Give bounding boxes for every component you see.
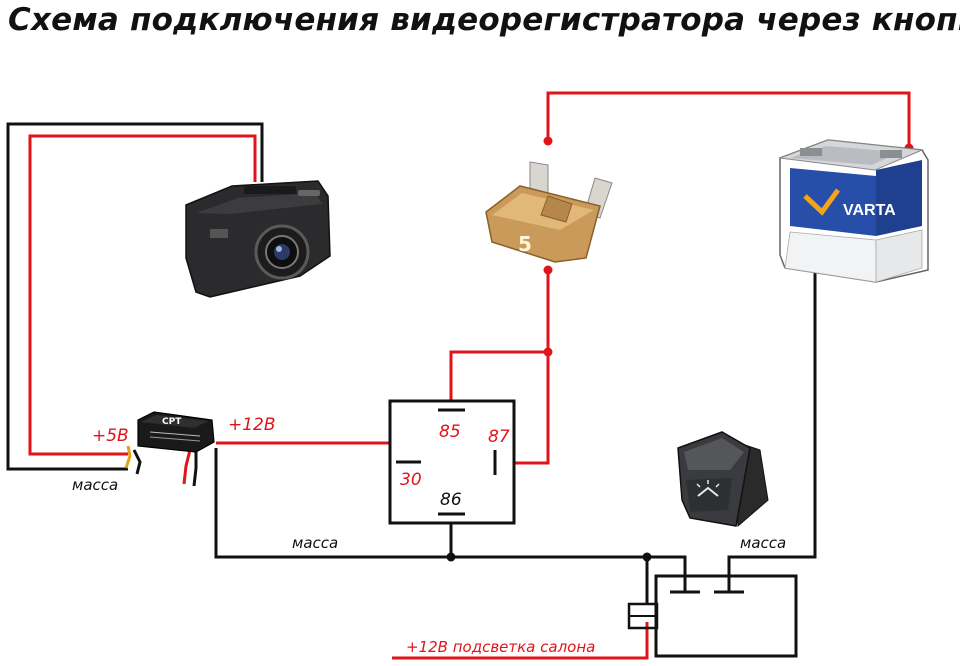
label-backlight: +12В подсветка салона [406,638,595,656]
fuse-rating: 5 [518,232,532,256]
label-mass-battery: масса [740,534,786,552]
converter-icon: CPT [124,411,215,487]
dashcam-ground-wire [6,122,264,471]
label-plus-5v: +5В [92,426,129,446]
rocker-switch-icon [677,431,769,528]
dashcam-plus-wire [28,134,257,456]
fuse-icon: 5 [485,161,613,263]
diagram-title: Схема подключения видеорегистратора чере… [8,2,960,38]
label-plus-12v: +12В [228,415,276,435]
relay-icon [388,399,516,525]
junction-dot [543,136,553,146]
backlight-wire [392,622,649,660]
battery-icon: VARTA [779,139,929,283]
relay-pin-86: 86 [440,490,462,510]
junction-dot [446,552,456,562]
relay-pin-87: 87 [488,427,510,447]
converter-brand: CPT [162,417,182,427]
relay-pin-85: 85 [439,422,461,442]
positive-wires [28,91,911,660]
battery-plus-wire [546,91,911,148]
ground-wires [6,122,817,604]
label-mass-converter: масса [72,476,118,494]
relay-85-wire [449,350,548,410]
converter-ground-wire [214,448,647,559]
button-body [654,574,798,658]
button-schematic [627,574,798,658]
dashcam-icon [185,180,331,298]
relay-30-wire [216,441,410,462]
battery-brand: VARTA [843,202,896,219]
button-ground-wire [647,555,687,592]
relay-pin-30: 30 [400,470,422,490]
junction-dot [642,552,652,562]
junction-dot [543,265,553,275]
junction-dot [543,347,553,357]
label-mass-relay: масса [292,534,338,552]
